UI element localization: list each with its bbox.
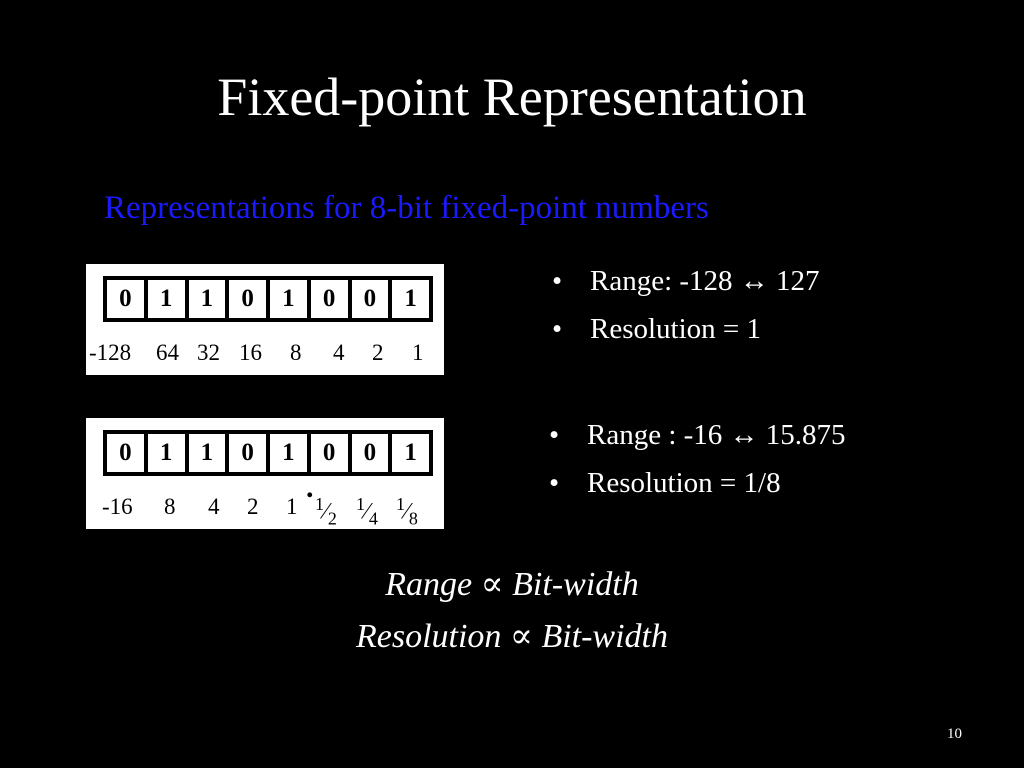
bit-cell: 0	[352, 434, 393, 472]
binary-point: .	[306, 471, 314, 504]
bullet-resolution: Resolution = 1	[550, 312, 820, 360]
bit-weight: 2	[372, 340, 384, 365]
bullet-resolution: Resolution = 1/8	[547, 466, 846, 514]
fraction-weight: 1⁄8	[396, 494, 418, 529]
bit-cell: 1	[404, 439, 417, 466]
bit-cell: 1	[148, 434, 189, 472]
bit-weight: 4	[208, 494, 220, 519]
bit-box: 0 1 1 0 1 0 0 1	[103, 276, 433, 322]
bullet-range: Range : -16 ↔ 15.875	[547, 418, 846, 466]
fraction-weight: 1⁄2	[315, 494, 337, 529]
bit-cell: 0	[229, 434, 270, 472]
bullet-range: Range: -128 ↔ 127	[550, 264, 820, 312]
proportional-symbol: ∝	[509, 618, 533, 655]
formula-range: Range ∝ Bit-width	[0, 564, 1024, 604]
bit-cell: 0	[352, 280, 393, 318]
bit-cell: 1	[148, 280, 189, 318]
fraction-numerator: 1	[315, 494, 324, 514]
bit-weight: 2	[247, 494, 259, 519]
bit-weight: 16	[239, 340, 262, 365]
bit-weights: -16 8 4 2 1 1⁄2 1⁄4 1⁄8	[86, 494, 444, 528]
bit-diagram-integer: 0 1 1 0 1 0 0 1 -128 64 32 16 8 4 2 1	[86, 264, 444, 375]
bit-cell: 0	[311, 434, 352, 472]
formula-right: Bit-width	[512, 566, 639, 603]
bit-cell: 0	[311, 280, 352, 318]
bit-weights: -128 64 32 16 8 4 2 1	[86, 340, 444, 370]
bit-weight: 4	[333, 340, 345, 365]
bit-weight: -16	[102, 494, 133, 519]
slide-title: Fixed-point Representation	[217, 67, 807, 127]
bit-weight: 8	[164, 494, 176, 519]
bit-cell: 0	[107, 434, 148, 472]
slide-subtitle: Representations for 8-bit fixed-point nu…	[104, 190, 709, 226]
bit-weight: 32	[197, 340, 220, 365]
bit-box: 0 1 1 0 1 0 0 1	[103, 430, 433, 476]
formula-right: Bit-width	[541, 618, 668, 655]
bit-weight: 8	[290, 340, 302, 365]
bit-cell: 1	[189, 280, 230, 318]
fraction-denominator: 4	[368, 508, 378, 529]
formula-left: Range	[385, 566, 473, 603]
fraction-numerator: 1	[356, 494, 365, 514]
bit-weight: 1	[412, 340, 424, 365]
fraction-denominator: 2	[327, 508, 337, 529]
formula-left: Resolution	[355, 618, 502, 655]
bit-cell: 0	[107, 280, 148, 318]
bit-cell: 0	[229, 280, 270, 318]
fraction-numerator: 1	[396, 494, 405, 514]
bit-cell: 1	[404, 285, 417, 312]
bit-diagram-fixed-point: 0 1 1 0 1 0 0 1 . -16 8 4 2 1 1⁄2 1⁄4 1⁄…	[86, 418, 444, 529]
fraction-denominator: 8	[408, 508, 418, 529]
formula-resolution: Resolution ∝ Bit-width	[0, 616, 1024, 656]
bit-cell: 1	[270, 280, 311, 318]
fraction-weight: 1⁄4	[356, 494, 378, 529]
bit-weight: 64	[156, 340, 179, 365]
bit-cell: 1	[270, 434, 311, 472]
bit-cell: 1	[189, 434, 230, 472]
bit-weight: 1	[286, 494, 298, 519]
bullet-list-fixed-point: Range : -16 ↔ 15.875 Resolution = 1/8	[547, 418, 846, 514]
slide-number: 10	[947, 726, 962, 742]
proportional-symbol: ∝	[480, 566, 504, 603]
bullet-list-integer: Range: -128 ↔ 127 Resolution = 1	[550, 264, 820, 360]
bit-weight: -128	[89, 340, 132, 365]
